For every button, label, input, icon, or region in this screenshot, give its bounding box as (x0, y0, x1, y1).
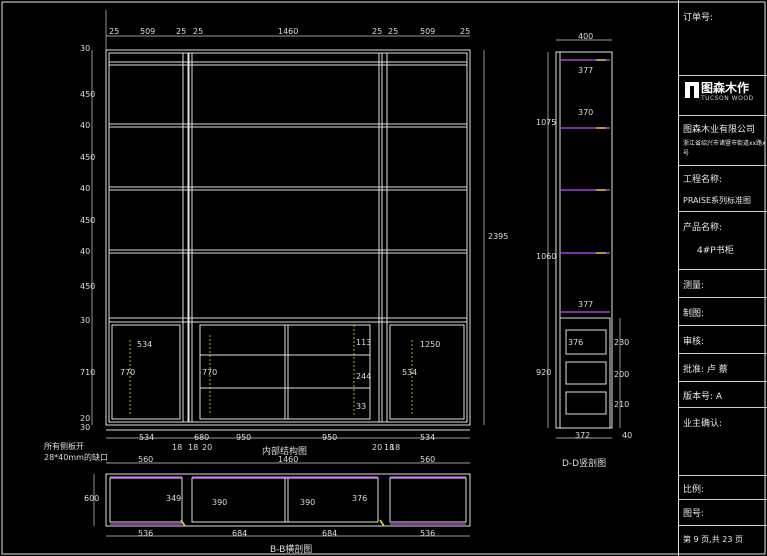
dim-top-8: 25 (460, 27, 471, 36)
dim-left-1: 450 (80, 90, 96, 99)
survey-label: 测量: (679, 270, 767, 298)
plan-dim-top-0: 560 (138, 455, 154, 464)
plan-dim-bottom-1: 684 (232, 529, 248, 538)
drawing-no-label: 图号: (679, 500, 767, 526)
dim-lower-6: 244 (356, 372, 372, 381)
dim-sub-2: 20 (372, 443, 383, 452)
company-name: 图森木业有限公司 (683, 125, 756, 135)
dim-left-4: 40 (80, 184, 91, 193)
dim-top-3: 25 (193, 27, 204, 36)
side-dim-low-0: 376 (568, 338, 584, 347)
dim-sub-3: 18 (384, 443, 395, 452)
product-value: 4#P书柜 (697, 246, 734, 256)
plan-dim-side-1: 349 (166, 494, 182, 503)
plan-dim-side-0: 600 (84, 494, 100, 503)
plan-section (105, 473, 471, 527)
dim-top-0: 25 (109, 27, 120, 36)
side-dim-low-4: 372 (575, 431, 591, 440)
dim-left-2: 40 (80, 121, 91, 130)
plan-dim-side-3: 390 (300, 498, 316, 507)
plan-dim-top-2: 560 (420, 455, 436, 464)
dim-bottom-3: 950 (236, 433, 252, 442)
dim-left-9: 710 (80, 368, 96, 377)
brand-logo: 图森木作 TUCSON WOOD (679, 76, 767, 116)
side-dim-inner-2: 377 (578, 300, 594, 309)
company-address: 浙江省绍兴市诸暨市街道xx路x号 (683, 140, 766, 157)
side-dim-top: 400 (578, 32, 594, 41)
dim-top-5: 25 (372, 27, 383, 36)
side-dim-h-2: 920 (536, 368, 552, 377)
dim-bottom-2: 680 (194, 433, 210, 442)
plan-view-title: B-B横剖图 (270, 545, 313, 555)
dim-left-0: 30 (80, 44, 91, 53)
dim-top-6: 25 (388, 27, 399, 36)
plan-dim-bottom-0: 536 (138, 529, 154, 538)
dim-bottom-5: 18 (390, 443, 401, 452)
logo-icon (685, 82, 699, 98)
dim-left-7: 450 (80, 282, 96, 291)
approve-label: 批准: 卢 蔡 (679, 354, 767, 382)
dim-left-3: 450 (80, 153, 96, 162)
dim-bottom-6: 534 (420, 433, 436, 442)
dim-lower-3: 534 (402, 368, 418, 377)
dim-lower-1: 770 (120, 368, 136, 377)
project-info: 工程名称: PRAISE系列标准图 (679, 166, 767, 212)
side-view-title: D-D竖剖图 (562, 459, 607, 469)
company-info: 图森木业有限公司 浙江省绍兴市诸暨市街道xx路x号 (679, 116, 767, 166)
side-dim-inner-0: 377 (578, 66, 594, 75)
side-dim-h-0: 1075 (536, 118, 557, 127)
dim-left-8: 30 (80, 316, 91, 325)
order-no-label: 订单号: (679, 0, 767, 76)
note-line-2: 28*40mm的缺口 (44, 453, 108, 462)
side-dim-inner-1: 370 (578, 108, 594, 117)
dim-lower-5: 113 (356, 338, 372, 347)
drafter-label: 制图: (679, 298, 767, 326)
version-label: 版本号: A (679, 382, 767, 408)
note-line-1: 所有侧板开 (44, 442, 84, 451)
title-block: 订单号: 图森木作 TUCSON WOOD 图森木业有限公司 浙江省绍兴市诸暨市… (678, 0, 767, 556)
dim-top-2: 25 (176, 27, 187, 36)
owner-confirm-label: 业主确认: (679, 408, 767, 476)
dim-sub-0: 18 (188, 443, 199, 452)
review-label: 审核: (679, 326, 767, 354)
plan-dim-side-4: 376 (352, 494, 368, 503)
dim-lower-2: 770 (202, 368, 218, 377)
dim-lower-0: 534 (137, 340, 153, 349)
dim-top-4: 1460 (278, 27, 299, 36)
dim-bottom-0: 534 (139, 433, 155, 442)
plan-dim-bottom-2: 684 (322, 529, 338, 538)
scale-label: 比例: (679, 476, 767, 500)
dim-left-10: 20 (80, 414, 91, 423)
product-info: 产品名称: 4#P书柜 (679, 212, 767, 270)
side-dim-low-1: 230 (614, 338, 630, 347)
front-view-title: 内部结构图 (262, 447, 308, 457)
dim-top-7: 509 (420, 27, 436, 36)
dim-left-6: 40 (80, 247, 91, 256)
plan-dim-side-2: 390 (212, 498, 228, 507)
side-dim-low-3: 210 (614, 400, 630, 409)
page-indicator: 第 9 页,共 23 页 (683, 535, 743, 544)
dim-top-1: 509 (140, 27, 156, 36)
side-section (555, 51, 613, 429)
dim-lower-7: 33 (356, 402, 367, 411)
product-label: 产品名称: (683, 223, 723, 233)
dim-bottom-1: 18 (172, 443, 183, 452)
plan-dim-top-1: 1460 (278, 455, 299, 464)
dim-left-11: 30 (80, 423, 91, 432)
side-dim-low-5: 40 (622, 431, 633, 440)
brand-name-cn: 图森木作 (701, 81, 750, 95)
project-label: 工程名称: (683, 175, 723, 185)
plan-dim-bottom-3: 536 (420, 529, 436, 538)
dim-left-5: 450 (80, 216, 96, 225)
side-dim-low-2: 200 (614, 370, 630, 379)
dim-bottom-4: 950 (322, 433, 338, 442)
dim-sub-1: 20 (202, 443, 213, 452)
dim-total-height: 2395 (488, 232, 509, 241)
project-value: PRAISE系列标准图 (683, 196, 752, 205)
dim-lower-4: 1250 (420, 340, 441, 349)
side-dim-h-1: 1060 (536, 252, 557, 261)
brand-name-en: TUCSON WOOD (701, 95, 754, 102)
front-elevation (105, 49, 471, 431)
